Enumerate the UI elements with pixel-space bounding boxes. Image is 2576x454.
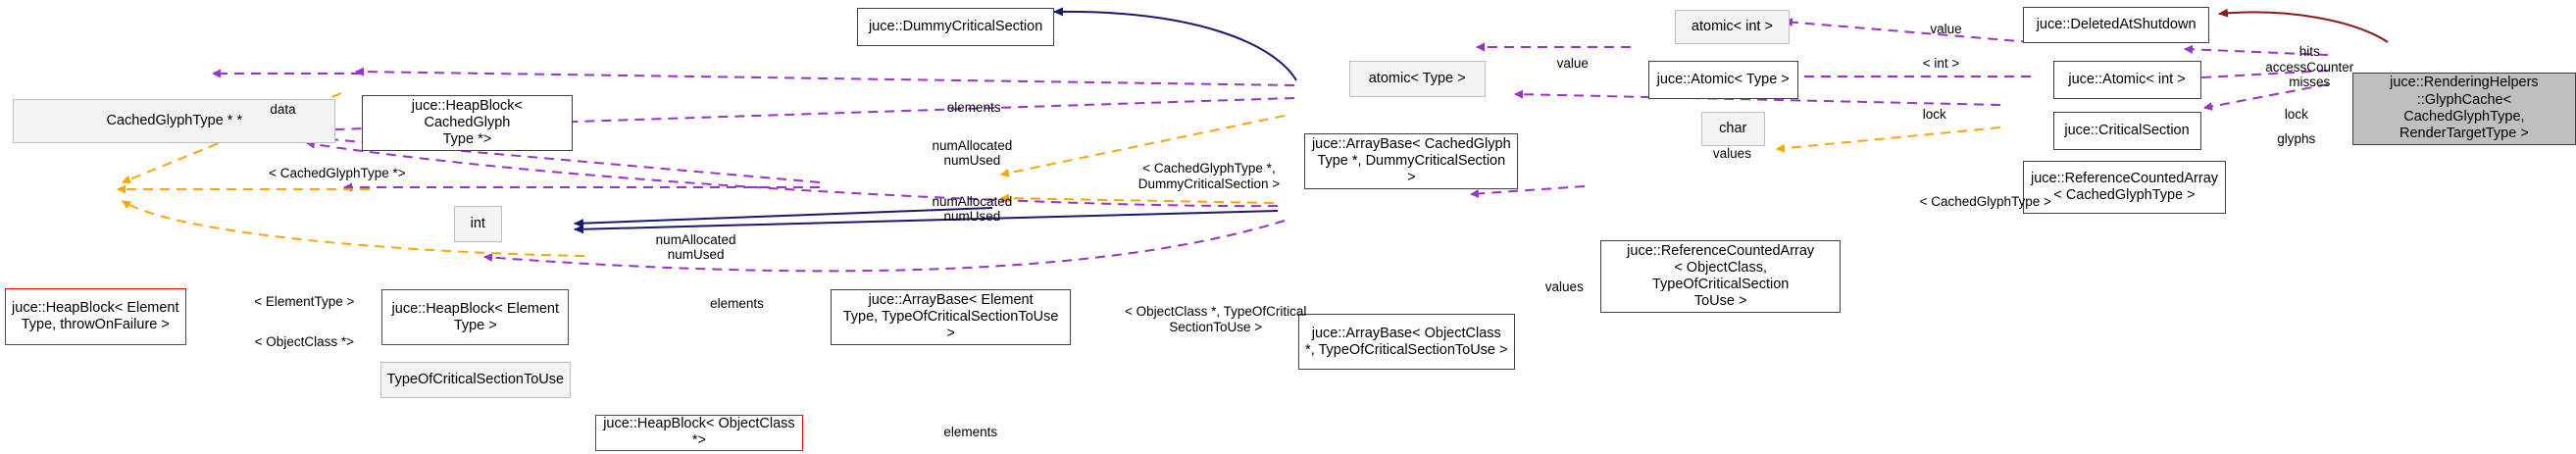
edge-label-values-mid: values [1544, 279, 1584, 295]
edge-label-int: < int > [1922, 56, 1960, 72]
node-arraybase-elementtype-tcs[interactable]: juce::ArrayBase< Element Type, TypeOfCri… [831, 289, 1072, 346]
node-arraybase-cachedglyphtype-dummy[interactable]: juce::ArrayBase< CachedGlyph Type *, Dum… [1304, 132, 1519, 189]
edge-label-value-1: value [1556, 56, 1589, 72]
node-char[interactable]: char [1700, 112, 1765, 147]
node-std-atomic-int[interactable]: atomic< int > [1674, 10, 1791, 45]
node-arraybase-objectclass-tcs[interactable]: juce::ArrayBase< ObjectClass *, TypeOfCr… [1297, 314, 1515, 371]
node-juce-atomic-type[interactable]: juce::Atomic< Type > [1647, 61, 1798, 99]
edge-label-objectclass-ptr: < ObjectClass *> [254, 333, 354, 349]
node-cached-glyph-type-ptr-ptr[interactable]: CachedGlyphType * * [13, 98, 336, 143]
edge-label-value-2: value [1930, 21, 1962, 36]
edge-label-numallocated-numused-3: numAllocated numUsed [655, 231, 736, 263]
node-type-of-critical-section-to-use[interactable]: TypeOfCriticalSectionToUse [379, 362, 572, 398]
node-juce-atomic-int[interactable]: juce::Atomic< int > [2052, 61, 2201, 99]
node-heapblock-cachedglyphtype-ptr[interactable]: juce::HeapBlock< CachedGlyph Type *> [362, 95, 573, 152]
node-int[interactable]: int [453, 205, 502, 242]
node-referencecountedarray-cachedglyphtype[interactable]: juce::ReferenceCountedArray < CachedGlyp… [2023, 161, 2226, 215]
edge-label-cachedglyphtype-dummycriticalsection: < CachedGlyphType *, DummyCriticalSectio… [1137, 161, 1281, 191]
node-heapblock-elementtype[interactable]: juce::HeapBlock< Element Type > [381, 289, 570, 346]
edge-label-cachedglyphtype-ptr: < CachedGlyphType *> [269, 166, 406, 181]
node-heapblock-objectclass-ptr[interactable]: juce::HeapBlock< ObjectClass *> [595, 414, 803, 451]
edge-label-lock-2: lock [2284, 107, 2308, 123]
node-referencecountedarray-objectclass-tcs[interactable]: juce::ReferenceCountedArray < ObjectClas… [1600, 239, 1842, 313]
edge-label-elements-top: elements [946, 100, 1001, 116]
edge-label-glyphs: glyphs [2277, 131, 2316, 147]
node-std-atomic-type[interactable]: atomic< Type > [1348, 61, 1486, 97]
node-juce-deleted-at-shutdown[interactable]: juce::DeletedAtShutdown [2023, 6, 2209, 43]
edge-label-elementtype: < ElementType > [254, 294, 355, 310]
node-dummy-critical-section[interactable]: juce::DummyCriticalSection [856, 8, 1055, 46]
edge-label-elements-bottom: elements [943, 424, 998, 439]
node-juce-critical-section[interactable]: juce::CriticalSection [2052, 112, 2201, 150]
edge-label-elements-mid: elements [710, 295, 764, 311]
edge-label-numallocated-numused-1: numAllocated numUsed [932, 137, 1013, 169]
node-heapblock-elementtype-throwonfailure[interactable]: juce::HeapBlock< Element Type, throwOnFa… [5, 287, 186, 346]
node-glyphcache-focus[interactable]: juce::RenderingHelpers ::GlyphCache< Cac… [2351, 72, 2576, 145]
edge-label-numallocated-numused-2: numAllocated numUsed [932, 193, 1013, 225]
edge-label-lock-1: lock [1922, 107, 1946, 123]
edge-label-values-right: values [1712, 146, 1751, 162]
